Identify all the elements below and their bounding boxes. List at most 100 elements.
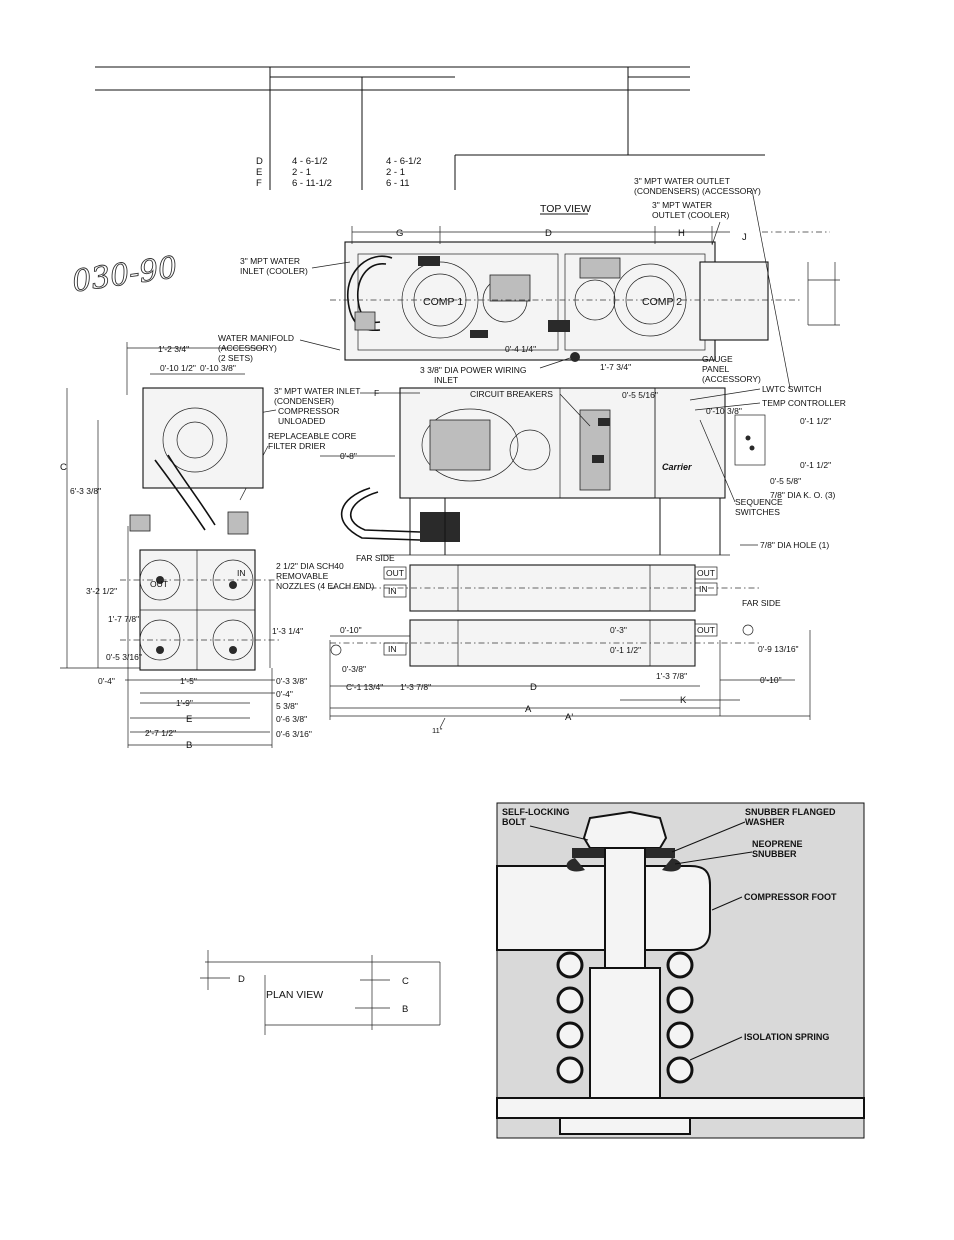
self-locking-bolt-label: SELF-LOCKING <box>502 807 570 817</box>
dim-0-5-5-8: 0'-5 5/8" <box>770 476 801 486</box>
plan-b: B <box>402 1004 408 1015</box>
dim-0-5-3-16: 0'-5 3/16" <box>106 652 142 662</box>
dim-0-4b: 0'-4" <box>276 689 293 699</box>
plan-view-title: PLAN VIEW <box>266 989 323 1001</box>
table-cell: 4 - 6-1/2 <box>386 156 421 167</box>
nozzle-out-label: OUT <box>697 625 715 635</box>
compressor-unloaded-label: UNLOADED <box>278 416 325 426</box>
dim-g: G <box>396 228 403 239</box>
nozzle-in-label: IN <box>388 644 397 654</box>
top-view: TOP VIEW COMP 1 COMP 2 G D <box>218 176 840 389</box>
snubber-washer-label: SNUBBER FLANGED <box>745 807 836 817</box>
far-side-label: FAR SIDE <box>356 553 395 563</box>
water-inlet-cooler-label: INLET (COOLER) <box>240 266 308 276</box>
handwritten-note: 030-90 <box>70 250 179 299</box>
compressor-unloaded-label: COMPRESSOR <box>278 406 339 416</box>
dim-1-7-7-8: 1'-7 7/8" <box>108 614 139 624</box>
dim-d: D <box>545 228 552 239</box>
dim-1-3-7-8: 1'-3 7/8" <box>656 671 687 681</box>
sequence-switches-label: SEQUENCE <box>735 497 783 507</box>
top-view-title: TOP VIEW <box>540 203 591 215</box>
far-side-label-2: FAR SIDE <box>742 598 781 608</box>
dim-1-5: 1'-5" <box>180 676 197 686</box>
dim-c-side: C <box>60 462 67 473</box>
dim-6-3-3-8: 6'-3 3/8" <box>70 486 101 496</box>
dim-0-1-1-2b: 0'-1 1/2" <box>800 460 831 470</box>
dim-0-3: 0'-3" <box>610 625 627 635</box>
dim-1-7-3-4: 1'-7 3/4" <box>600 362 631 372</box>
dim-b: B <box>186 740 192 751</box>
isolation-spring-label: ISOLATION SPRING <box>744 1032 829 1042</box>
gauge-panel-label: PANEL <box>702 364 730 374</box>
table-cell: 4 - 6-1/2 <box>292 156 327 167</box>
water-outlet-condensers-label: 3" MPT WATER OUTLET <box>634 176 730 186</box>
dimension-table: D 4 - 6-1/2 4 - 6-1/2 E 2 - 1 2 - 1 F 6 … <box>95 66 765 190</box>
dim-3-2-1-2: 3'-2 1/2" <box>86 586 117 596</box>
water-outlet-cooler-label: 3" MPT WATER <box>652 200 712 210</box>
dim-0-4: 0'-4" <box>98 676 115 686</box>
dim-2-7-1-2: 2'-7 1/2" <box>145 728 176 738</box>
dim-k: K <box>680 695 687 706</box>
dim-1-2-3-4: 1'-2 3/4" <box>158 344 189 354</box>
power-wiring-label: 3 3/8" DIA POWER WIRING <box>420 365 526 375</box>
water-outlet-condensers-label: (CONDENSERS) (ACCESSORY) <box>634 186 761 196</box>
dim-5-3-8: 5 3/8" <box>276 701 298 711</box>
filter-drier-label: REPLACEABLE CORE <box>268 431 357 441</box>
comp1-label: COMP 1 <box>423 296 463 308</box>
ko-label: 7/8" DIA K. O. (3) <box>770 490 836 500</box>
dim-0-6-3-8: 0'-6 3/8" <box>276 714 307 724</box>
neoprene-snubber-label: SNUBBER <box>752 849 797 859</box>
dim-1-3-7-8b: 1'-3 7/8" <box>400 682 431 692</box>
water-inlet-condenser-label: (CONDENSER) <box>274 396 334 406</box>
water-manifold-label: WATER MANIFOLD <box>218 333 294 343</box>
front-view: Carrier 3" MPT WATER INLET (CONDENSER) C… <box>229 354 846 556</box>
dim-0-10-3-8b: 0'-10 3/8" <box>200 363 236 373</box>
dim-1-3-1-4: 1'-3 1/4" <box>272 626 303 636</box>
nozzle-in-label: IN <box>388 586 397 596</box>
dim-0-10-3-8: 0'-10 3/8" <box>706 406 742 416</box>
dim-j: J <box>742 232 747 243</box>
plan-view: D PLAN VIEW C B <box>200 950 441 1035</box>
table-row-label: D <box>256 156 263 167</box>
dim-0-1-1-2: 0'-1 1/2" <box>610 645 641 655</box>
dim-0-10-1-2: 0'-10 1/2" <box>160 363 196 373</box>
hole-label: 7/8" DIA HOLE (1) <box>760 540 829 550</box>
nozzle-in-label: IN <box>699 584 708 594</box>
plan-d: D <box>238 974 245 985</box>
dim-0-3-8: 0'-3/8" <box>342 664 366 674</box>
dim-h: H <box>678 228 685 239</box>
dim-c1: C'-1 13/4" <box>346 682 383 692</box>
nozzle-out-label: OUT <box>386 568 404 578</box>
dim-0-10: 0'-10" <box>340 625 362 635</box>
table-cell: 6 - 11 <box>386 178 410 189</box>
sequence-switches-label: SWITCHES <box>735 507 780 517</box>
dim-0-9-13-16: 0'-9 13/16" <box>758 644 799 654</box>
nozzle-out-label: OUT <box>697 568 715 578</box>
table-cell: 6 - 11-1/2 <box>292 178 332 189</box>
dim-0-4-1-4: 0'-4 1/4" <box>505 344 536 354</box>
side-in-label: IN <box>237 568 246 578</box>
brand-logo: Carrier <box>662 462 692 472</box>
dim-0-5-5-16: 0'-5 5/16" <box>622 390 658 400</box>
dim-0-3-3-8: 0'-3 3/8" <box>276 676 307 686</box>
water-outlet-cooler-label: OUTLET (COOLER) <box>652 210 729 220</box>
gauge-panel-label: GAUGE <box>702 354 733 364</box>
dim-eleven: 11" <box>432 726 443 735</box>
water-inlet-condenser-label: 3" MPT WATER INLET <box>274 386 360 396</box>
dim-0-1-1-2a: 0'-1 1/2" <box>800 416 831 426</box>
nozzle-spec-label: NOZZLES (4 EACH END) <box>276 581 374 591</box>
power-wiring-label: INLET <box>434 375 458 385</box>
water-inlet-cooler-label: 3" MPT WATER <box>240 256 300 266</box>
lwtc-switch-label: LWTC SWITCH <box>762 384 821 394</box>
table-row-label: F <box>256 178 262 189</box>
temp-controller-label: TEMP CONTROLLER <box>762 398 846 408</box>
mount-detail: SELF-LOCKING BOLT SNUBBER FLANGED WASHER… <box>496 802 865 1139</box>
side-out-label: OUT <box>150 579 168 589</box>
compressor-foot-label: COMPRESSOR FOOT <box>744 892 837 902</box>
plan-c: C <box>402 976 409 987</box>
bottom-dimensions: 0'-10" 0'-3/8" 0'-3" 0'-1 1/2" 0'-9 13/1… <box>329 625 811 735</box>
side-view: OUT IN C 6'-3 3/8" 3'-2 1/2" 1'-7 7/8" 1… <box>60 342 312 751</box>
dim-0-6-3-16: 0'-6 3/16" <box>276 729 312 739</box>
